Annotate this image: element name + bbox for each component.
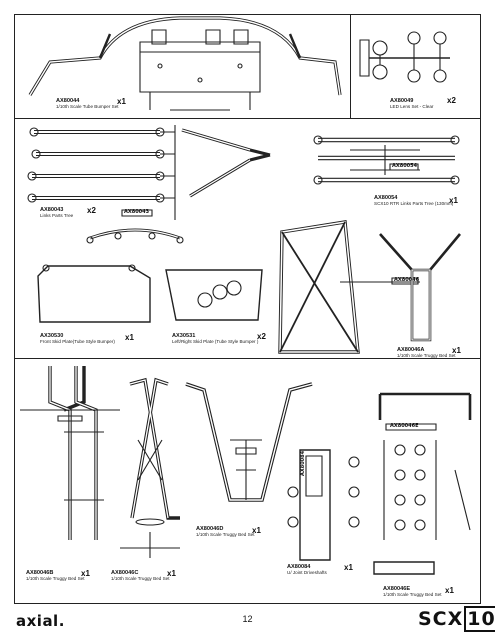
part-label: AX80084 U/ Joint Driveshafts <box>287 564 327 576</box>
truggy-bed-c-drawing <box>120 380 180 558</box>
part-quantity: x1 <box>252 526 261 535</box>
part-label: AX80043 Links Parts Tree <box>40 207 73 219</box>
part-description: 1/10th Scale Truggy Bed Set <box>383 592 442 598</box>
truggy-bed-d-drawing <box>186 384 312 500</box>
part-code: AX80046C <box>111 570 139 576</box>
led-lens-drawing <box>360 32 450 82</box>
part-label: AX30530 Front Skid Plate(Tube Style Bump… <box>40 333 115 345</box>
axial-logo: axial. <box>16 612 65 630</box>
part-label: AX80044 1/10th Scale Tube Bumper Set <box>56 98 119 110</box>
part-stamp: AX80046 <box>394 277 420 283</box>
part-description: U/ Joint Driveshafts <box>287 570 327 576</box>
links-tree-drawing <box>28 125 270 243</box>
page-number: 12 <box>242 614 253 624</box>
driveshaft-drawing <box>288 450 359 560</box>
part-code: AX30530 <box>40 333 64 339</box>
divider <box>14 358 481 359</box>
tube-bumper-drawing <box>30 18 340 110</box>
part-label: AX80046C 1/10th Scale Truggy Bed Set <box>111 570 169 582</box>
part-code: AX80049 <box>390 98 414 104</box>
part-label: AX80049 LED Lens Set - Clear <box>390 98 433 110</box>
part-code: AX80046B <box>26 570 54 576</box>
part-quantity: x1 <box>81 569 90 578</box>
brand-text: SCX <box>418 608 464 630</box>
part-quantity: x2 <box>87 206 96 215</box>
part-label: AX80046B 1/10th Scale Truggy Bed Set <box>26 570 84 582</box>
part-stamp: AX80046E <box>390 423 419 429</box>
part-quantity: x1 <box>445 586 454 595</box>
part-description: SCX10 RTR Links Parts Tree (130mm) <box>374 201 454 207</box>
part-description: 1/10th Scale Truggy Bed Set <box>111 576 170 582</box>
part-description: Links Parts Tree <box>40 213 74 219</box>
part-description: 1/10th Scale Tube Bumper Set <box>56 104 119 110</box>
brand-number: 10 <box>464 606 495 632</box>
part-quantity: x1 <box>452 346 461 355</box>
part-quantity: x1 <box>344 563 353 572</box>
part-code: AX80044 <box>56 98 80 104</box>
divider <box>350 14 351 118</box>
part-quantity: x1 <box>117 97 126 106</box>
truggy-bed-a-drawing <box>280 222 460 352</box>
part-stamp: AX80084 <box>300 450 306 476</box>
part-description: LED Lens Set - Clear <box>390 104 434 110</box>
part-code: AX80084 <box>287 564 311 570</box>
page-frame <box>14 14 481 604</box>
part-description: 1/10th Scale Truggy Bed Set <box>397 353 456 359</box>
part-code: AX80054 <box>374 195 398 201</box>
part-quantity: x2 <box>447 96 456 105</box>
part-description: Front Skid Plate(Tube Style Bumper) <box>40 339 115 345</box>
part-quantity: x1 <box>125 333 134 342</box>
part-code: AX80046E <box>383 586 411 592</box>
part-label: AX30531 Left/Right Skid Plate (Tube Styl… <box>172 333 258 345</box>
part-label: AX80046D 1/10th Scale Truggy Bed Set <box>196 526 254 538</box>
truggy-bed-e-drawing <box>374 394 470 574</box>
part-stamp: AX80043 <box>124 209 150 215</box>
part-description: 1/10th Scale Truggy Bed Set <box>196 532 255 538</box>
part-quantity: x1 <box>449 196 458 205</box>
part-code: AX30531 <box>172 333 196 339</box>
part-label: AX80054 SCX10 RTR Links Parts Tree (130m… <box>374 195 453 207</box>
part-code: AX80046A <box>397 347 425 353</box>
part-code: AX80046D <box>196 526 224 532</box>
part-description: 1/10th Scale Truggy Bed Set <box>26 576 85 582</box>
part-stamp: AX80054 <box>392 163 418 169</box>
part-quantity: x2 <box>257 332 266 341</box>
side-skid-plate-drawing <box>166 270 262 320</box>
front-skid-plate-drawing <box>38 265 150 322</box>
part-quantity: x1 <box>167 569 176 578</box>
truggy-bed-b-drawing <box>20 366 120 540</box>
rtr-links-tree-drawing <box>314 136 459 184</box>
part-code: AX80043 <box>40 207 64 213</box>
part-label: AX80046E 1/10th Scale Truggy Bed Set <box>383 586 441 598</box>
part-description: Left/Right Skid Plate (Tube Style Bumper… <box>172 339 259 345</box>
divider <box>14 118 481 119</box>
part-label: AX80046A 1/10th Scale Truggy Bed Set <box>397 347 455 359</box>
